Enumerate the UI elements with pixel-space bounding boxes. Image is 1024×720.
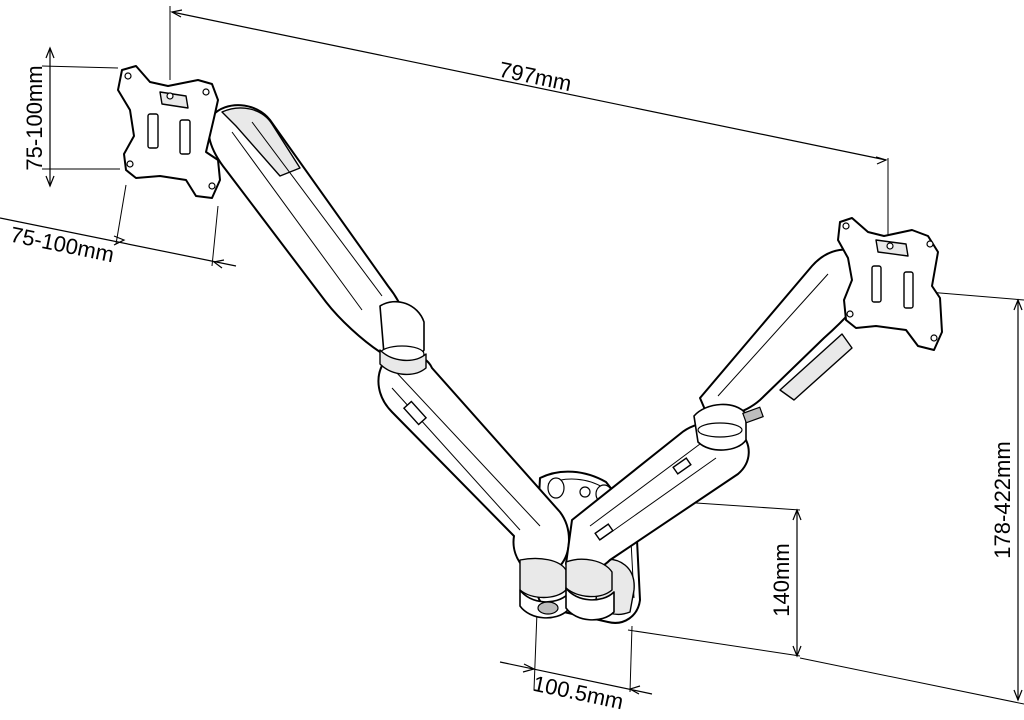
right-vesa-plate	[837, 217, 943, 351]
left-arm-lower-segment	[377, 353, 570, 619]
right-arm-lower-segment	[565, 421, 750, 621]
dimension-label-overall-width: 797mm	[497, 57, 574, 96]
right-arm-upper-segment	[693, 248, 871, 451]
dimension-label-wall-plate-height: 140mm	[769, 543, 794, 616]
dimension-wall-plate-depth: 100.5mm	[499, 611, 653, 715]
dimension-height-range: 178-422mm	[799, 291, 1024, 705]
dimension-label-vesa-vertical: 75-100mm	[22, 65, 47, 170]
dimension-label-height-range: 178-422mm	[990, 441, 1015, 558]
left-arm-upper-segment	[207, 104, 427, 375]
left-vesa-plate	[117, 65, 221, 199]
dimension-vesa-vertical: 75-100mm	[22, 46, 120, 188]
dimension-label-wall-plate-depth: 100.5mm	[531, 671, 626, 715]
dimension-label-vesa-horizontal: 75-100mm	[8, 222, 116, 267]
